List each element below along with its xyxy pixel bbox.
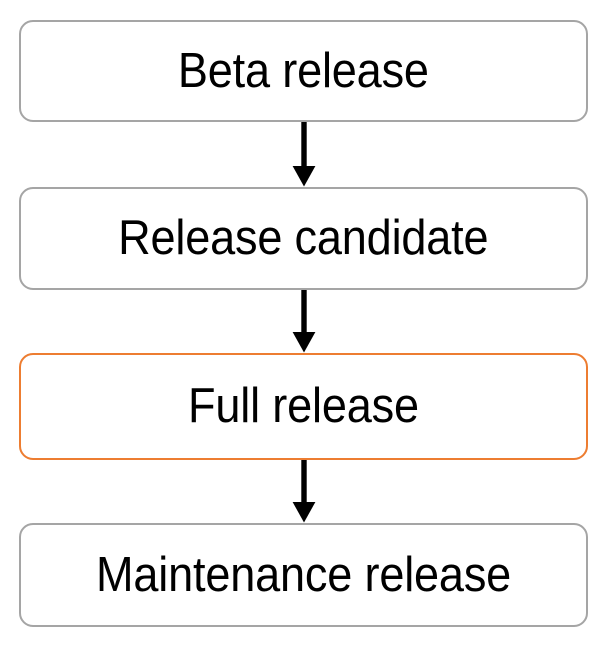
flowchart-node-maintenance-release[interactable]: Maintenance release	[19, 523, 588, 627]
flowchart-node-full-release[interactable]: Full release	[19, 353, 588, 460]
flowchart-node-beta-release[interactable]: Beta release	[19, 20, 588, 122]
flowchart-connector-release-candidate-to-full-release	[288, 290, 320, 353]
arrow-down-icon	[292, 460, 316, 523]
arrow-down-icon	[292, 290, 316, 353]
flowchart-node-label: Release candidate	[118, 211, 489, 265]
flowchart-connector-beta-to-release-candidate	[288, 122, 320, 187]
flowchart-node-release-candidate[interactable]: Release candidate	[19, 187, 588, 290]
arrow-down-icon	[292, 122, 316, 187]
flowchart-connector-full-release-to-maintenance-release	[288, 460, 320, 523]
flowchart-node-label: Full release	[188, 379, 419, 433]
flowchart-node-label: Beta release	[178, 43, 429, 98]
flowchart-node-label: Maintenance release	[95, 547, 512, 602]
